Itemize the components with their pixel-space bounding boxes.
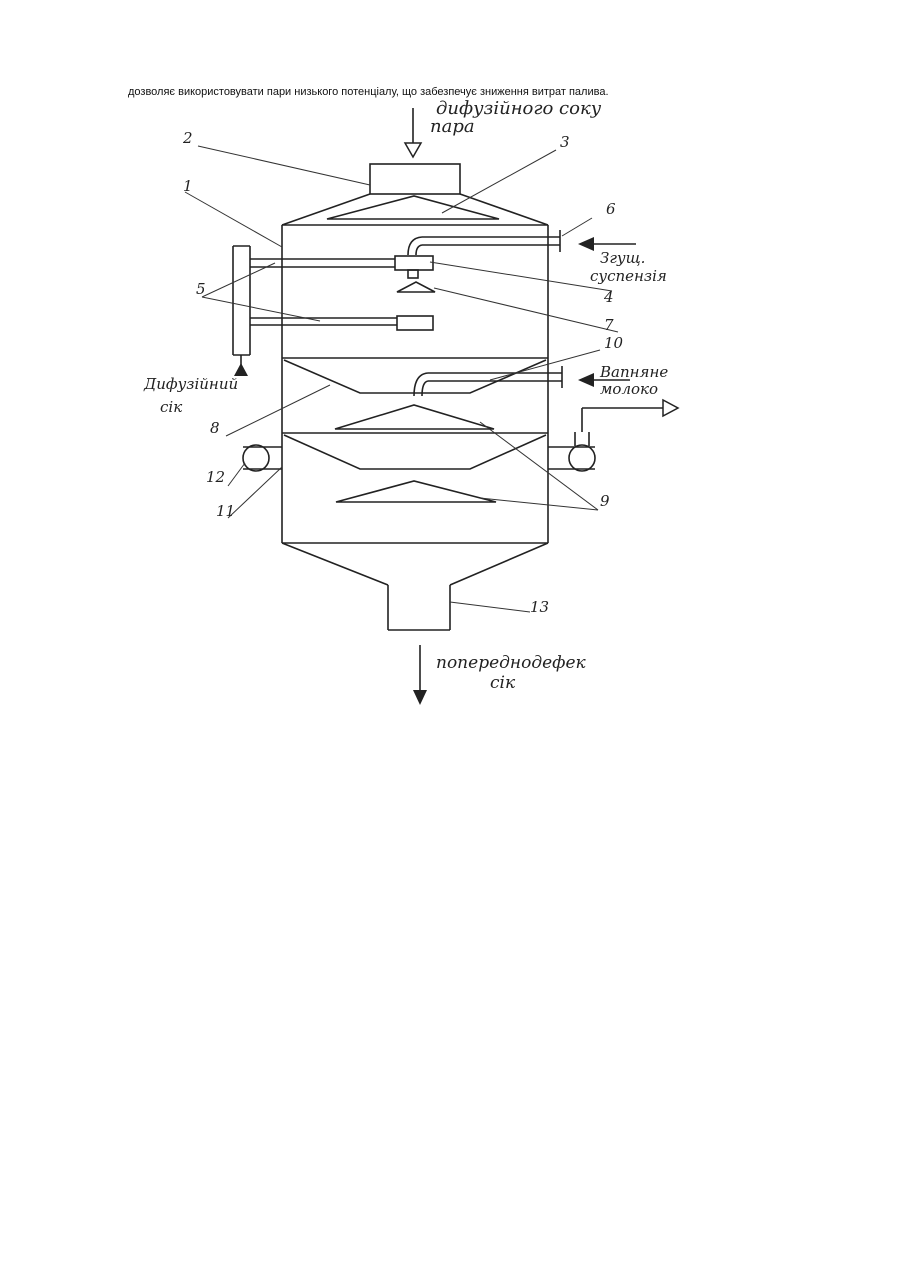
label-diffusion-line1: Дифузійний xyxy=(143,375,238,393)
part-number-5: 5 xyxy=(196,280,206,298)
deflector-9-lower xyxy=(336,481,496,502)
lime-pipe xyxy=(414,366,562,396)
label-suspension-line1: Згущ. xyxy=(600,249,645,267)
part-number-7: 7 xyxy=(604,316,614,334)
suspension-pipe xyxy=(408,230,560,255)
part-number-2: 2 xyxy=(182,129,193,147)
outlet-arrow xyxy=(413,645,427,705)
part-number-9: 9 xyxy=(600,492,610,510)
part-number-13: 13 xyxy=(530,598,549,616)
left-inlet-arrow xyxy=(234,355,248,376)
nozzle-4-stub xyxy=(408,270,418,278)
label-suspension-line2: суспензія xyxy=(590,267,667,285)
part-number-4: 4 xyxy=(603,288,614,306)
label-lime-line1: Вапняне xyxy=(599,363,668,381)
left-header-pipe xyxy=(233,246,397,355)
part-number-3: 3 xyxy=(560,133,570,151)
nozzle-4 xyxy=(395,256,433,270)
nozzle-lower xyxy=(397,316,433,330)
funnel-lower xyxy=(284,435,546,469)
leader-lines xyxy=(185,146,618,612)
deflector-9-upper xyxy=(335,405,494,429)
label-outlet-line2: сік xyxy=(490,673,516,693)
label-top-line2: пара xyxy=(430,116,475,137)
part-number-11: 11 xyxy=(216,502,235,520)
part-number-1: 1 xyxy=(183,177,193,195)
label-lime-line2: молоко xyxy=(600,380,658,398)
label-diffusion-line2: сік xyxy=(160,398,182,416)
top-cone xyxy=(282,194,548,225)
steam-inlet-arrow xyxy=(405,108,421,157)
bottom-cone xyxy=(282,543,548,585)
top-nozzle xyxy=(370,164,460,194)
part-number-6: 6 xyxy=(606,200,616,218)
part-number-12: 12 xyxy=(206,468,225,486)
part-number-8: 8 xyxy=(210,419,220,437)
label-outlet-line1: попереднодефек xyxy=(436,653,587,673)
deflector-7 xyxy=(397,282,435,292)
part-number-10: 10 xyxy=(604,334,624,352)
ring-left xyxy=(243,445,282,471)
bottom-nozzle xyxy=(388,585,450,630)
ring-right xyxy=(548,400,678,471)
